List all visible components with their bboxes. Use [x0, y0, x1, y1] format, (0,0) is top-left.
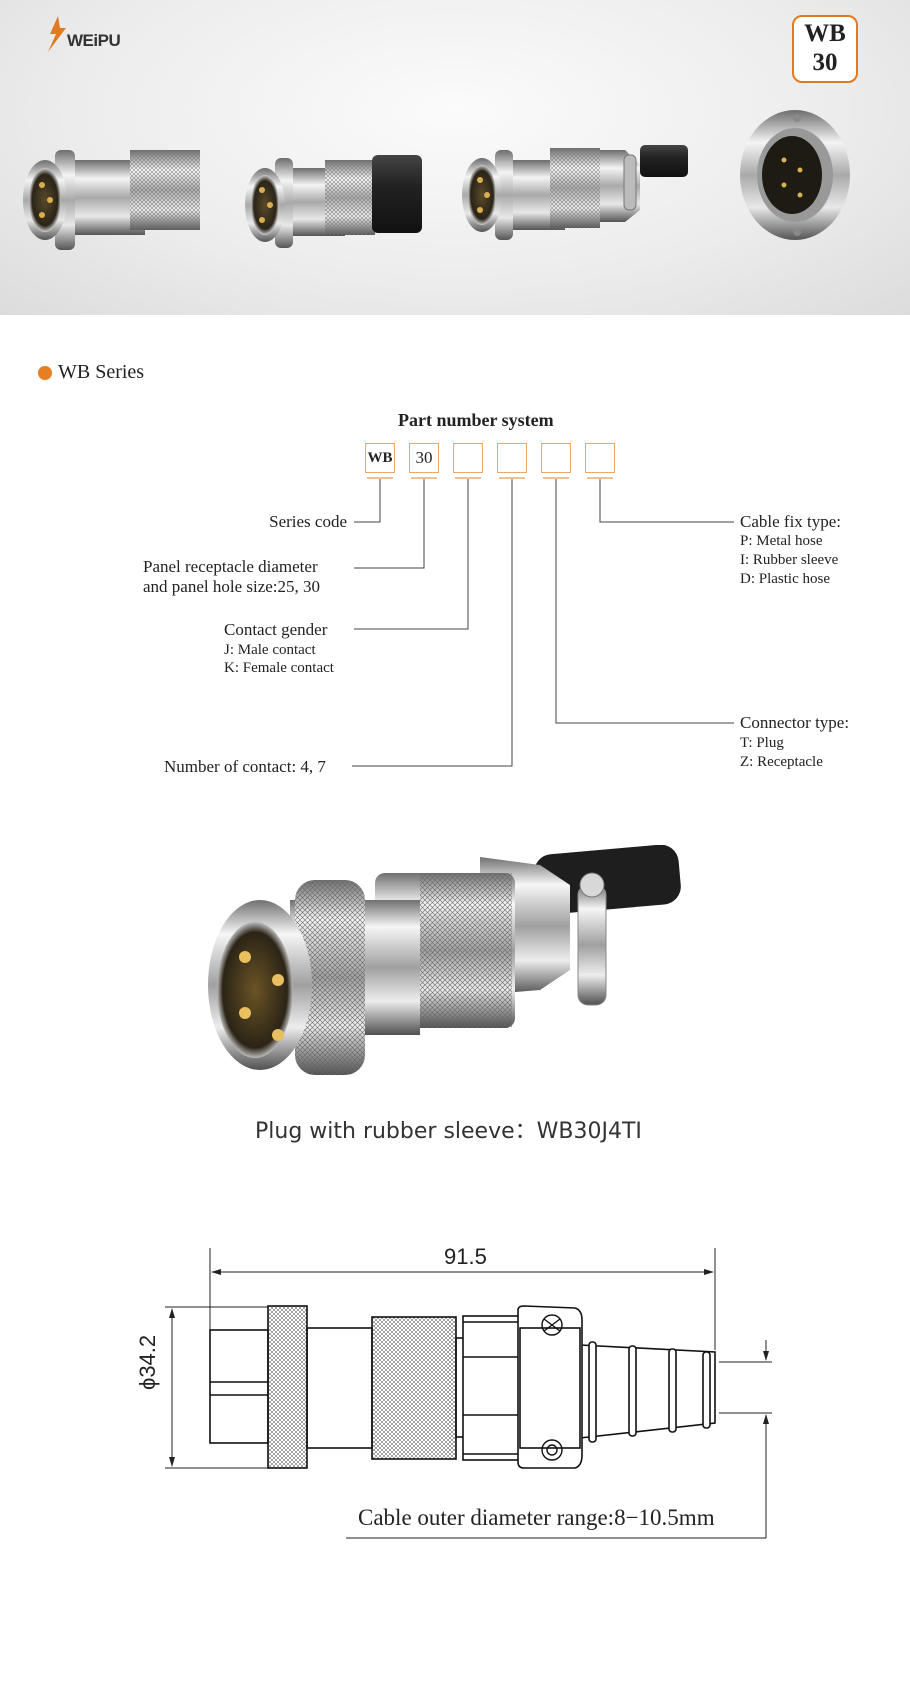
product-photo-wb30j4ti	[208, 845, 681, 1075]
series-badge: WB 30	[792, 15, 858, 83]
badge-size: 30	[812, 49, 838, 76]
product-banner: WEiPU WB 30	[0, 0, 910, 315]
brand-logo: WEiPU	[67, 31, 121, 50]
cable-option-d: D: Plastic hose	[740, 571, 830, 587]
knurled-ring	[267, 1305, 308, 1469]
connector-photo-2	[245, 155, 422, 248]
label-panel-line1: Panel receptacle diameter	[143, 557, 318, 576]
connector-option-z: Z: Receptacle	[740, 754, 823, 770]
label-contact-gender: Contact gender	[224, 620, 328, 639]
part-box-size: 30	[409, 443, 439, 473]
diameter-dimension: ϕ34.2	[135, 1334, 160, 1390]
connector-photo-1	[23, 150, 200, 250]
clamp-screw-icons	[541, 1314, 563, 1461]
part-number-leader-lines	[352, 477, 734, 767]
label-number-of-contact: Number of contact: 4, 7	[164, 757, 326, 776]
length-dimension: 91.5	[444, 1244, 487, 1269]
knurled-nut	[371, 1316, 457, 1460]
part-box-series: WB	[365, 443, 395, 473]
connector-option-t: T: Plug	[740, 735, 784, 751]
banner-connectors-image	[23, 16, 850, 250]
label-series-code: Series code	[269, 512, 347, 531]
gender-option-j: J: Male contact	[224, 642, 316, 658]
dimension-drawing	[165, 1248, 772, 1539]
part-box-contacts	[497, 443, 527, 473]
part-number-title: Part number system	[398, 410, 554, 430]
connector-photo-3	[462, 145, 688, 240]
part-box-gender	[453, 443, 483, 473]
part-box-connector-type	[541, 443, 571, 473]
badge-series: WB	[804, 20, 846, 47]
cable-option-p: P: Metal hose	[740, 533, 823, 549]
gender-option-k: K: Female contact	[224, 660, 334, 676]
cable-option-i: I: Rubber sleeve	[740, 552, 839, 568]
cable-diameter-note: Cable outer diameter range:8−10.5mm	[358, 1505, 715, 1530]
product-caption: Plug with rubber sleeve：WB30J4TI	[255, 1119, 642, 1144]
weipu-logo-icon	[48, 16, 66, 52]
bullet-icon	[38, 366, 52, 380]
connector-photo-4	[740, 110, 850, 240]
label-connector-type: Connector type:	[740, 713, 850, 732]
label-panel-line2: and panel hole size:25, 30	[143, 577, 321, 596]
part-box-cable-fix	[585, 443, 615, 473]
section-title: WB Series	[58, 361, 145, 383]
label-cable-fix-type: Cable fix type:	[740, 512, 842, 531]
